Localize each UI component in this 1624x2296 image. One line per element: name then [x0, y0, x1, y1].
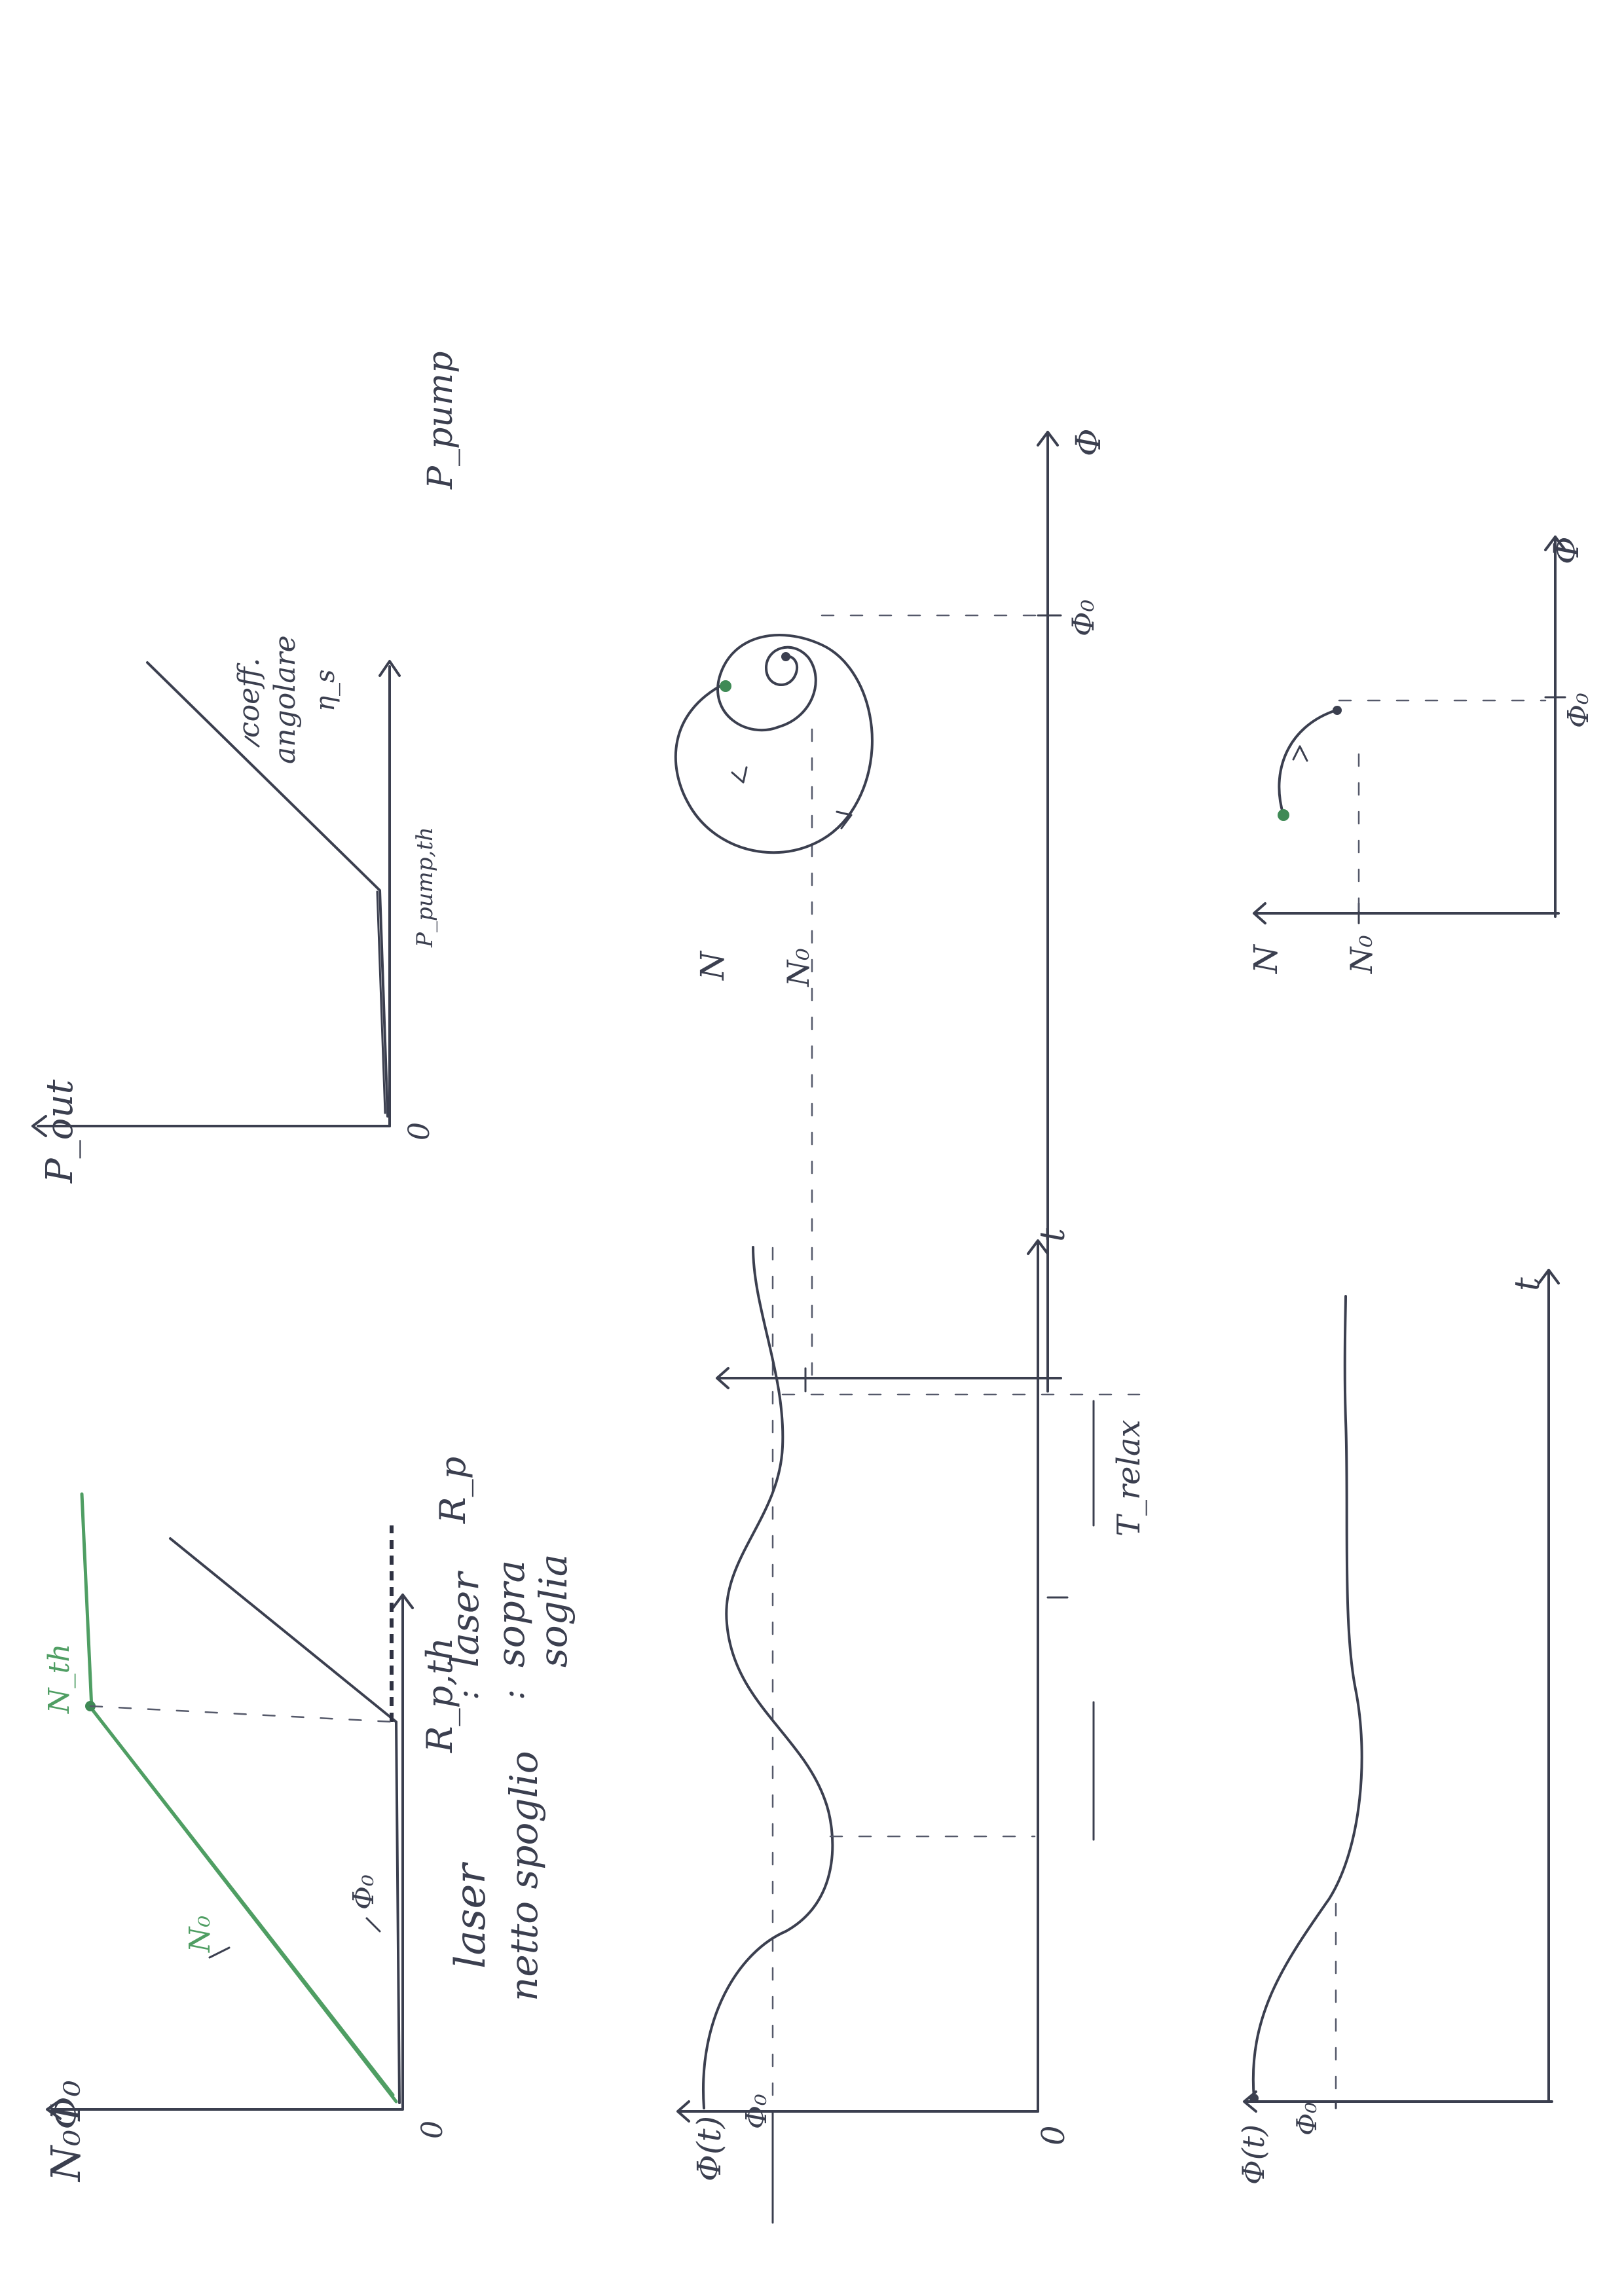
panel-a-below-threshold-line1: laser: [447, 1862, 495, 1969]
panel-f-labels: N N₀ Φ₀ Φ: [1247, 536, 1595, 974]
panel-a-nth-label: N_th: [43, 1643, 76, 1714]
panel-b-y-axis-label: P_out: [39, 1080, 81, 1184]
panel-e-photon-flux-overdamped: [1243, 1269, 1560, 2113]
panel-f-x-axis-label: Φ: [1547, 536, 1587, 564]
panel-a-above-threshold-line1: laser: [443, 1571, 487, 1667]
panel-f-end-point: [1333, 706, 1342, 715]
panel-e-time-axis-arrow: [1538, 1269, 1560, 1285]
panel-b-below-threshold-double-stroke: [376, 890, 386, 1114]
panel-b-slope-pointer: [244, 735, 260, 748]
panel-d-phi-axis-arrow: [1037, 431, 1059, 446]
panel-a-population-photon-vs-pump-rate: [46, 1492, 414, 2120]
panel-b-vertical-axis-arrow: [378, 660, 401, 677]
panel-c-x-axis-label: t: [1033, 1228, 1073, 1242]
panel-d-start-point: [720, 680, 731, 692]
panel-d-n-axis-arrow: [716, 1367, 729, 1389]
panel-d-phi0-label: Φ₀: [1065, 600, 1101, 636]
panel-b-threshold-label: P_pump,th: [412, 827, 438, 948]
panel-f-phase-plane-arc: [1253, 536, 1566, 924]
panel-c-origin-label: 0: [1035, 2125, 1072, 2145]
panel-a-y-axis-label: N₀Φ₀: [42, 2080, 90, 2183]
panel-a-phi0-label: Φ₀: [347, 1874, 380, 1910]
panel-b-slope-line2: angolare: [268, 635, 302, 764]
panel-b-output-vs-pump-power: [31, 660, 401, 1137]
panel-d-x-axis-label: Φ: [1069, 428, 1109, 456]
panel-c-labels: Φ(t) Φ₀ 0 T_relax t: [690, 1228, 1147, 2181]
panel-d-phase-plane-spiral: [674, 431, 1062, 1393]
panel-f-y-axis-label: N: [1247, 943, 1285, 974]
panel-b-labels: P_out 0 P_pump,th coeff. angolare η_s P_…: [39, 352, 460, 1184]
panel-a-separator-1: :: [448, 1689, 486, 1700]
panel-c-flux-axis-arrow: [676, 2100, 690, 2123]
panel-c-photon-flux-relaxation-oscillations: [676, 1239, 1141, 2224]
panel-a-n0-pointer: [208, 1946, 231, 1959]
panel-a-n0-label: N₀: [183, 1916, 217, 1954]
panel-b-horizontal-axis-arrow: [31, 1115, 47, 1137]
panel-a-x-axis-label: R_p: [432, 1457, 473, 1524]
panel-a-above-threshold-line2: sopra: [489, 1560, 533, 1667]
panel-e-x-axis-label: t: [1508, 1277, 1547, 1291]
panel-d-spiral-arrow-2: [731, 766, 748, 784]
panel-c-y-axis-label: Φ(t): [690, 2116, 728, 2181]
panel-f-n-axis-arrow: [1253, 902, 1266, 924]
panel-e-labels: Φ(t) Φ₀ t: [1236, 1277, 1547, 2185]
panel-f-arc-trajectory: [1278, 709, 1337, 816]
panel-a-vertical-axis-arrow: [392, 1594, 414, 1609]
panel-b-output-curve: [146, 661, 389, 1118]
panel-b-origin-label: 0: [403, 1122, 436, 1140]
panel-d-fixed-point: [781, 652, 790, 661]
panel-f-n0-label: N₀: [1344, 935, 1379, 974]
panel-d-labels: N N₀ Φ₀ Φ: [693, 428, 1109, 987]
panel-b-x-axis-label: P_pump: [421, 352, 460, 490]
panel-f-phi0-label: Φ₀: [1562, 693, 1595, 728]
panel-a-threshold-dashed: [89, 1705, 394, 1723]
panel-a-labels: N₀Φ₀ 0 N₀ N_th Φ₀ R_p,th R_p laser netto…: [42, 1457, 576, 2183]
panel-a-population-curve-double-stroke: [87, 1704, 395, 2097]
panel-e-start-point: [1249, 2094, 1259, 2103]
panel-b-slope-line3: η_s: [310, 670, 341, 712]
panel-d-spiral-trajectory: [674, 634, 874, 854]
panel-e-y-axis-label: Φ(t): [1236, 2124, 1271, 2185]
panel-f-start-point: [1278, 809, 1289, 821]
panel-a-below-threshold-line2: netto spoglio: [502, 1751, 546, 2001]
panel-c-period-label: T_relax: [1111, 1420, 1147, 1537]
panel-a-threshold-label: R_p,th: [419, 1637, 460, 1753]
panel-c-time-axis-arrow: [1027, 1239, 1049, 1255]
panel-f-phi-axis-arrow: [1544, 536, 1566, 551]
panel-a-phi0-pointer: [365, 1917, 381, 1933]
panel-e-phi0-label: Φ₀: [1291, 2102, 1323, 2136]
panel-d-n0-label: N₀: [781, 948, 816, 987]
panel-c-damped-oscillation: [702, 1246, 834, 2109]
panel-d-y-axis-label: N: [693, 950, 731, 981]
panel-d-spiral-arrow-1: [836, 811, 853, 829]
panel-b-slope-line1: coeff.: [232, 658, 266, 738]
panel-a-above-threshold-line3: soglia: [531, 1554, 576, 1668]
panel-a-separator-2: :: [494, 1689, 532, 1700]
panel-a-horizontal-axis-arrow: [46, 2099, 62, 2120]
panel-e-overdamped-curve: [1251, 1295, 1363, 2100]
panel-a-photon-flux-curve: [169, 1537, 401, 2104]
panel-a-origin-label: 0: [416, 2121, 449, 2139]
panel-f-arc-arrow: [1292, 745, 1308, 762]
panel-c-phi0-label: Φ₀: [740, 2094, 773, 2129]
panel-a-population-curve: [80, 1492, 398, 2104]
